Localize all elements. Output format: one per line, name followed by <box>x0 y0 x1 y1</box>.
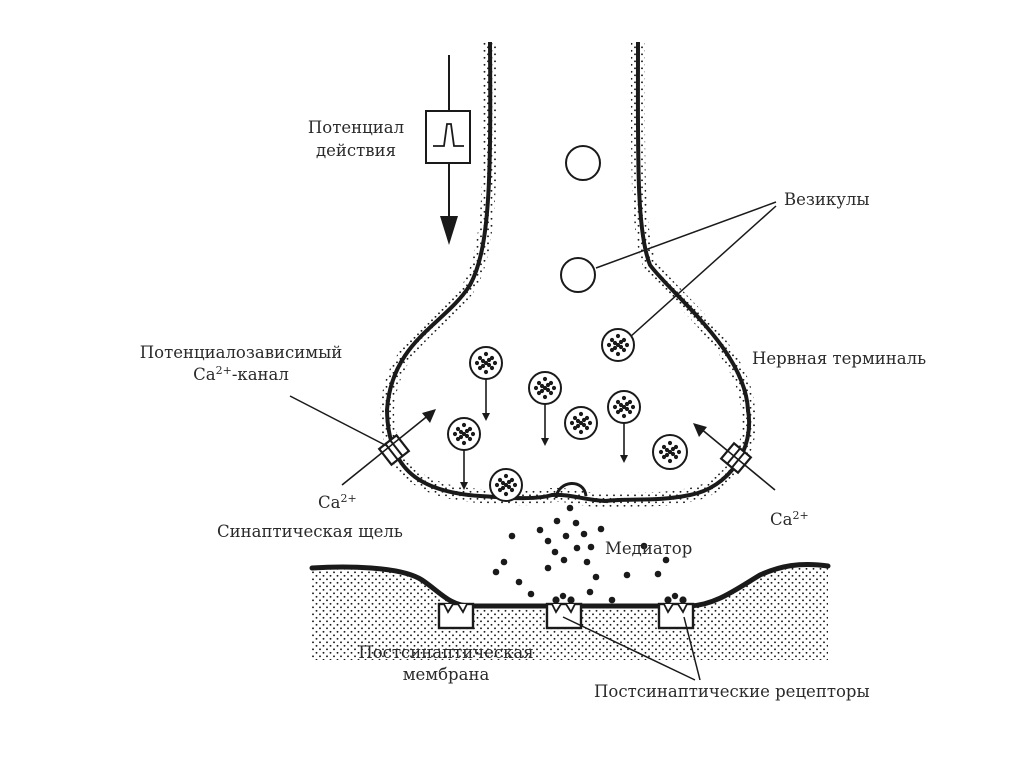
ca-left-sup: 2+ <box>340 492 357 505</box>
ca-channel-ca: Ca <box>193 365 216 384</box>
postsynaptic-membrane-label: Постсинаптическая мембрана <box>330 643 562 685</box>
vesicle-with-mediator <box>652 434 688 470</box>
vesicle-with-mediator <box>607 390 641 463</box>
ca-channel-sup: 2+ <box>215 364 232 377</box>
ca-channel-rest: -канал <box>231 365 289 384</box>
filled-vesicles <box>447 328 688 502</box>
mediator-label: Медиатор <box>605 539 693 558</box>
empty-vesicle <box>560 257 596 293</box>
nerve-terminal-outline <box>385 41 752 503</box>
vesicles-pointer-lines <box>595 201 777 338</box>
ca-channel-pointer-line <box>289 395 388 447</box>
vesicle-with-mediator <box>469 346 503 421</box>
postsynaptic-membrane-line1: Постсинаптическая <box>358 643 534 662</box>
postsynaptic-membrane-line2: мембрана <box>402 665 490 684</box>
vesicle-with-mediator <box>601 328 635 362</box>
vesicle-with-mediator <box>528 371 562 446</box>
ca-left-text: Ca <box>318 493 341 512</box>
ca-entry-arrows <box>341 409 776 491</box>
empty-vesicle <box>565 145 601 181</box>
synaptic-cleft-label: Синаптическая щель <box>217 522 403 541</box>
ca-channel-label: Потенциалозависимый Ca2+-канал <box>110 343 372 385</box>
ca-channel-left-icon <box>377 433 411 467</box>
vesicle-with-mediator <box>564 406 598 440</box>
action-potential-label: Потенциал действия <box>296 118 416 161</box>
vesicle-with-mediator <box>447 417 481 490</box>
postsynaptic-receptors <box>437 592 695 630</box>
ca-left-label: Ca2+ <box>318 493 357 513</box>
receptor <box>437 602 475 630</box>
action-potential-arrow <box>425 55 471 245</box>
receptors-pointer-lines <box>562 616 701 681</box>
ca-right-label: Ca2+ <box>770 510 809 530</box>
vesicles-label: Везикулы <box>784 190 870 209</box>
nerve-terminal-label: Нервная терминаль <box>752 349 927 368</box>
ca-channel-line1: Потенциалозависимый <box>139 343 343 362</box>
action-potential-line2: действия <box>316 141 396 160</box>
mediator-particles <box>492 504 670 604</box>
action-potential-line1: Потенциал <box>307 118 405 137</box>
receptor <box>657 592 695 630</box>
vesicle-with-mediator <box>489 468 523 502</box>
receptor <box>545 592 583 630</box>
ca-right-text: Ca <box>770 510 793 529</box>
exocytosis-pit <box>554 482 588 499</box>
ca-right-sup: 2+ <box>792 509 809 522</box>
postsynaptic-receptors-label: Постсинаптические рецепторы <box>594 682 870 701</box>
ca-channel-line2: Ca2+-канал <box>110 365 372 385</box>
